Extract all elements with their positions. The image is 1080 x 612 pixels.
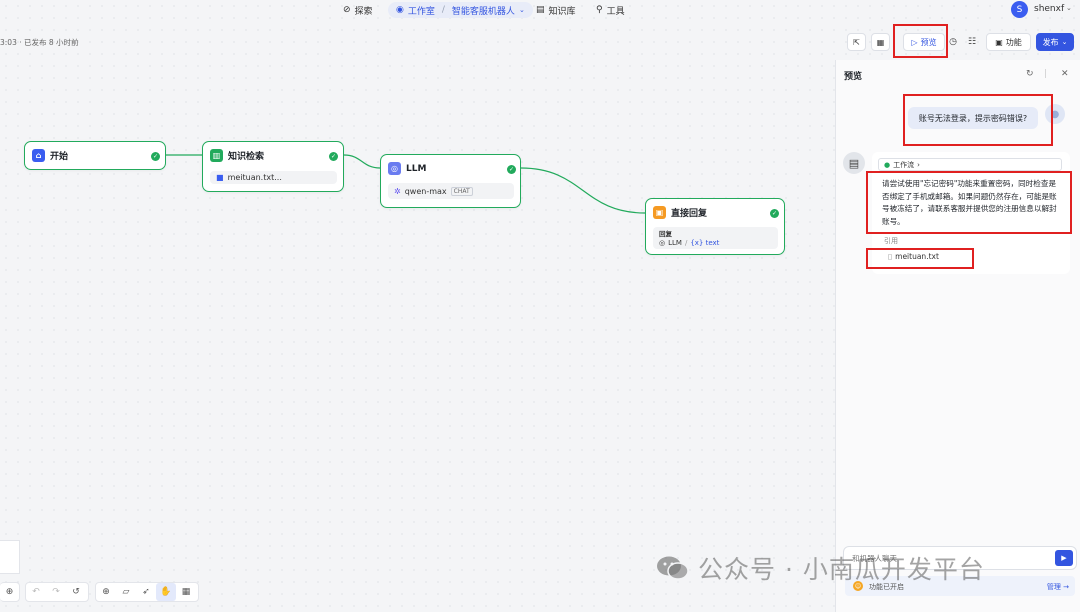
preview-button[interactable]: ▷ 预览 bbox=[903, 33, 945, 51]
node-title: LLM bbox=[406, 163, 427, 174]
share-icon: ⇱ bbox=[853, 37, 860, 47]
panel-title: 预览 bbox=[844, 72, 863, 82]
book-icon: ▤ bbox=[536, 5, 545, 15]
node-start[interactable]: ⌂ 开始 ✓ bbox=[24, 141, 166, 170]
send-icon: ▶ bbox=[1061, 554, 1067, 562]
feature-status: 功能已开启 bbox=[869, 583, 904, 591]
home-icon: ⌂ bbox=[32, 149, 45, 162]
node-title: 直接回复 bbox=[671, 209, 708, 219]
top-bar: ⊘ 探索 ◉ 工作室 / 智能客服机器人 ⌄ ▤ 知识库 ⚲ 工具 S shen… bbox=[0, 0, 1080, 20]
workflow-edges bbox=[166, 154, 646, 214]
send-button[interactable]: ▶ bbox=[1055, 550, 1073, 566]
avatar[interactable]: S bbox=[1011, 1, 1028, 18]
reply-icon: ▣ bbox=[653, 206, 666, 219]
nav-knowledge[interactable]: ▤ 知识库 bbox=[536, 5, 576, 17]
brain-icon: ◎ bbox=[388, 162, 401, 175]
zoom-control[interactable]: ⊕ bbox=[0, 582, 20, 602]
wrench-icon: ⚲ bbox=[596, 5, 603, 15]
reply-section-label: 回复 bbox=[659, 230, 672, 238]
check-icon: ✓ bbox=[507, 165, 516, 174]
edge-knowledge-llm bbox=[343, 154, 381, 169]
refresh-icon[interactable]: ↻ bbox=[1026, 69, 1034, 79]
node-llm[interactable]: ◎ LLM ✓ ✲ qwen-max CHAT bbox=[380, 154, 521, 208]
play-icon: ▷ bbox=[911, 37, 918, 47]
clock-icon: ◷ bbox=[949, 37, 957, 47]
model-selector: ✲ qwen-max CHAT bbox=[388, 183, 514, 199]
env-button[interactable]: ▦ bbox=[871, 33, 890, 51]
nav-tools[interactable]: ⚲ 工具 bbox=[596, 5, 625, 17]
history-button[interactable]: ◷ bbox=[946, 33, 960, 51]
citation-label: 引用 bbox=[884, 237, 898, 245]
app-name[interactable]: 智能客服机器人 bbox=[451, 6, 515, 17]
check-icon: ✓ bbox=[151, 152, 160, 161]
user-name[interactable]: shenxf bbox=[1034, 4, 1065, 14]
workflow-status-chip[interactable]: ● 工作流 › bbox=[878, 158, 1062, 171]
features-button[interactable]: ▣ 功能 bbox=[986, 33, 1031, 51]
grid-icon: ▣ bbox=[995, 37, 1003, 47]
redo-icon[interactable]: ↷ bbox=[52, 587, 60, 597]
publish-status: 3:03 · 已发布 8 小时前 bbox=[0, 38, 79, 47]
manage-link[interactable]: 管理 → bbox=[1046, 583, 1069, 591]
history-icon[interactable]: ↺ bbox=[72, 587, 80, 597]
var-separator: / bbox=[684, 239, 688, 247]
user-message: 账号无法登录，提示密码错误? bbox=[908, 107, 1038, 129]
folder-icon: ■ bbox=[216, 173, 224, 182]
model-icon: ✲ bbox=[394, 186, 401, 196]
chevron-down-icon[interactable]: ⌄ bbox=[1066, 4, 1072, 12]
hand-icon[interactable]: ✋ bbox=[156, 583, 176, 601]
note-icon[interactable]: ▱ bbox=[122, 587, 130, 597]
close-icon[interactable]: ✕ bbox=[1061, 69, 1069, 79]
undo-icon[interactable]: ↶ bbox=[32, 587, 40, 597]
env-icon: ▦ bbox=[876, 37, 885, 47]
breadcrumb-separator: / bbox=[441, 5, 445, 15]
nav-explore[interactable]: ⊘ 探索 bbox=[343, 5, 373, 17]
bot-message: ● 工作流 › 请尝试使用"忘记密码"功能来重置密码，同时检查是否绑定了手机或邮… bbox=[872, 152, 1070, 274]
chat-input-box: ▶ bbox=[843, 546, 1077, 570]
wechat-logo bbox=[657, 556, 689, 580]
chevron-down-icon: ⌄ bbox=[518, 6, 525, 14]
compass-icon: ⊘ bbox=[343, 5, 351, 15]
reply-variable: ◎ LLM / {x} text bbox=[659, 239, 720, 247]
zoom-in-icon[interactable]: ⊕ bbox=[5, 587, 14, 597]
pointer-icon[interactable]: ➶ bbox=[142, 587, 150, 597]
brain-icon: ◎ bbox=[659, 239, 666, 247]
chat-input[interactable] bbox=[852, 552, 1042, 565]
book-icon: ▥ bbox=[210, 149, 223, 162]
preview-panel: 预览 ↻ | ✕ 账号无法登录，提示密码错误? ● ▤ ● 工作流 › 请尝试使… bbox=[835, 60, 1080, 612]
node-title: 开始 bbox=[50, 152, 69, 162]
model-mode-tag: CHAT bbox=[450, 186, 473, 196]
check-icon: ● bbox=[884, 160, 891, 169]
nav-studio[interactable]: ◉ 工作室 / 智能客服机器人 ⌄ bbox=[388, 2, 533, 18]
bot-avatar-icon: ▤ bbox=[843, 152, 865, 174]
check-icon: ✓ bbox=[329, 152, 338, 161]
check-icon: ✓ bbox=[770, 209, 779, 218]
checklist-button[interactable]: ☷ bbox=[965, 33, 979, 51]
add-node-icon[interactable]: ⊕ bbox=[102, 587, 110, 597]
node-direct-reply[interactable]: ▣ 直接回复 ✓ 回复 ◎ LLM / {x} text bbox=[645, 198, 785, 255]
chevron-right-icon: › bbox=[917, 160, 920, 169]
watermark: 公众号 · 小南瓜开发平台 bbox=[656, 550, 985, 586]
checklist-icon: ☷ bbox=[967, 37, 977, 47]
file-icon: ▯ bbox=[888, 251, 893, 261]
publish-button[interactable]: 发布 ⌄ bbox=[1036, 33, 1074, 51]
bot-answer: 请尝试使用"忘记密码"功能来重置密码，同时检查是否绑定了手机或邮箱。如果问题仍然… bbox=[882, 179, 1057, 226]
user-avatar: ● bbox=[1045, 104, 1065, 124]
chevron-down-icon: ⌄ bbox=[1061, 38, 1068, 46]
minimap[interactable] bbox=[0, 540, 20, 574]
robot-icon: ◉ bbox=[396, 5, 404, 15]
canvas-controls: ⊕ ▱ ➶ ✋ ▦ bbox=[95, 582, 199, 602]
feature-bar: ☺ 功能已开启 管理 → bbox=[845, 576, 1075, 596]
edge-llm-reply bbox=[520, 167, 646, 214]
citation-file[interactable]: ▯ meituan.txt bbox=[888, 251, 939, 261]
divider: | bbox=[1044, 69, 1048, 79]
export-button[interactable]: ⇱ bbox=[847, 33, 866, 51]
node-title: 知识检索 bbox=[228, 152, 265, 162]
node-knowledge-retrieval[interactable]: ▥ 知识检索 ✓ ■ meituan.txt... bbox=[202, 141, 344, 192]
reply-content: 回复 ◎ LLM / {x} text bbox=[653, 227, 778, 249]
history-controls: ↶ ↷ ↺ bbox=[25, 582, 89, 602]
feature-icon: ☺ bbox=[853, 581, 863, 591]
dataset-item: ■ meituan.txt... bbox=[210, 171, 337, 184]
layout-icon[interactable]: ▦ bbox=[181, 587, 191, 597]
